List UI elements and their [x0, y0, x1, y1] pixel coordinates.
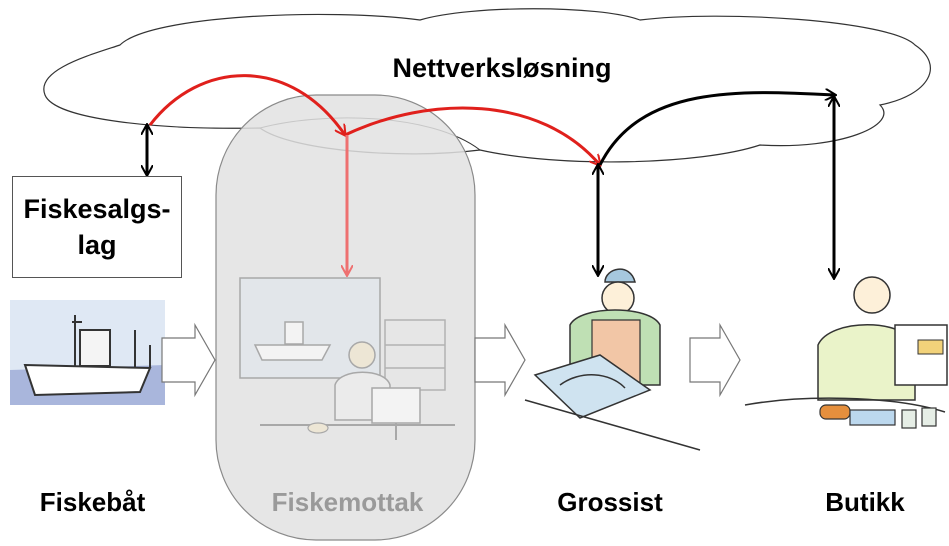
red-flow-arrow-fiskesalgslag-to-fiskemottak: [148, 74, 345, 135]
fiskesalgslag-label-line2: lag: [77, 230, 117, 260]
fiskesalgslag-box: Fiskesalgs- lag: [12, 176, 182, 278]
fishing-boat-sketch-icon: [10, 300, 165, 405]
butikk-label: Butikk: [825, 487, 905, 517]
flow-chevron-arrow-icon: [161, 322, 741, 398]
fiskesalgslag-label-line1: Fiskesalgs-: [23, 194, 171, 224]
office-worker-sketch-icon: [239, 277, 455, 440]
red-flow-arrow-fiskemottak-to-grossist: [344, 106, 600, 165]
fiskebat-label: Fiskebåt: [39, 487, 146, 517]
network-cloud: [43, 8, 931, 163]
shop-cashier-sketch-icon: [744, 276, 948, 429]
grossist-label: Grossist: [557, 487, 663, 517]
black-flow-arrow-grossist-to-butikk: [598, 93, 835, 166]
cloud-label: Nettverksløsning: [392, 53, 612, 83]
fiskemottak-label: Fiskemottak: [271, 487, 424, 517]
fishmonger-sketch-icon: [524, 268, 701, 451]
